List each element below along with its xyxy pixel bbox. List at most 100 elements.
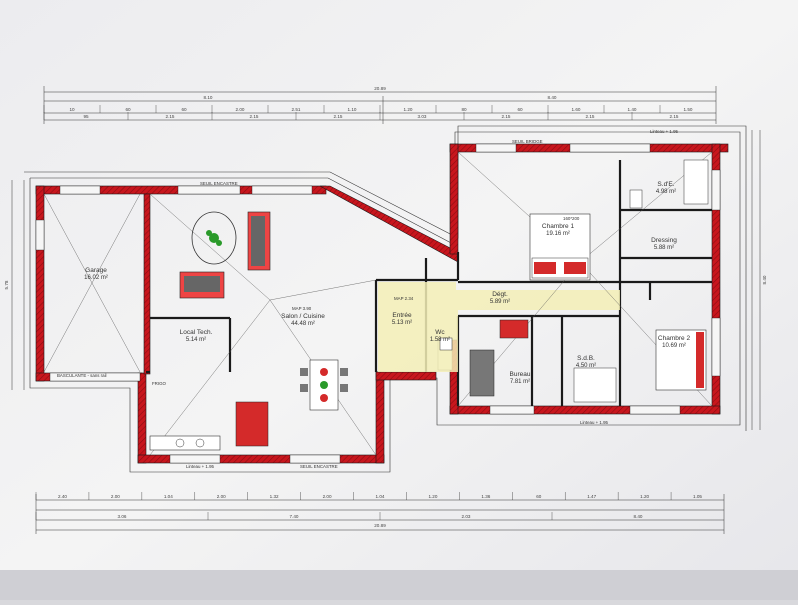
top-chain-1-3: 2.00 (236, 107, 245, 112)
bottom-dim-chain-2: 3.06 7.40 2.03 8.40 (35, 512, 643, 520)
bottom-chain-1-10: 1.47 (587, 494, 596, 499)
room-area-ch1: 19.16 m² (546, 231, 570, 237)
wc-toilet (439, 337, 453, 351)
bottom-chain-1-6: 1.04 (376, 494, 385, 499)
side-dimensions (11, 130, 761, 430)
sde-shower (683, 159, 709, 205)
top-chain-1-2: 60 (181, 107, 187, 112)
bottom-total-dim: 20.89 (374, 523, 386, 528)
room-area-ch2: 10.69 m² (662, 343, 686, 349)
entree-map-tag: MAP 2.34 (394, 296, 414, 301)
room-name-dressing: Dressing (651, 237, 677, 244)
room-area-wc: 1.58 m² (430, 337, 450, 343)
top-total-dim: 20.89 (374, 86, 386, 91)
entrance-highlight (378, 282, 620, 372)
room-name-bureau: Bureau (510, 371, 531, 378)
top-chain-1-8: 60 (517, 107, 523, 112)
bottom-chain-1-0: 2.40 (58, 494, 67, 499)
dining-table (191, 211, 237, 265)
room-name-wc: Wc (435, 329, 445, 336)
room-name-local: Local Tech. (180, 329, 213, 336)
linteau-bottom-left: Linteau + 1.95 (186, 464, 215, 469)
frigo-label: FRIGO (152, 381, 166, 386)
bottom-chain-1-2: 1.04 (164, 494, 173, 499)
top-chain-1-4: 2.51 (292, 107, 301, 112)
room-name-ch1: Chambre 1 (542, 223, 575, 230)
bureau-desk (469, 349, 495, 397)
top-chain-2-4: 3.03 (418, 114, 427, 119)
window-openings (35, 143, 721, 464)
table-surface (0, 570, 798, 600)
bed-size-label: 160*200 (563, 216, 580, 221)
top-chain-1-10: 1.40 (628, 107, 637, 112)
right-height-dim: 8.40 (762, 275, 767, 284)
room-name-entree: Entrée (392, 312, 412, 319)
bottom-chain-2-2: 2.03 (462, 514, 471, 519)
bottom-chain-1-8: 1.36 (481, 494, 490, 499)
top-chain-2-2: 2.15 (250, 114, 259, 119)
top-chain-1-0: 10 (69, 107, 75, 112)
top-left-dim: 8.10 (204, 95, 213, 100)
sofa-bottom-cushions (184, 276, 220, 292)
linteau-bottom-right: Linteau + 1.95 (580, 420, 609, 425)
room-name-sdb: S.d.B. (577, 355, 595, 362)
room-name-degt: Dégt. (492, 291, 508, 298)
seuil-encastre-bottom: SEUIL ENCASTRE (300, 464, 338, 469)
room-area-salon: 44.48 m² (291, 321, 315, 327)
top-chain-2-7: 2.15 (670, 114, 679, 119)
room-name-garage: Garage (85, 267, 107, 274)
room-area-sde: 4.98 m² (656, 189, 676, 195)
top-chain-1-1: 60 (125, 107, 131, 112)
room-area-bureau: 7.81 m² (510, 379, 530, 385)
bottom-chain-1-9: 60 (536, 494, 542, 499)
room-area-garage: 16.02 m² (84, 275, 108, 281)
bottom-chain-2-3: 8.40 (634, 514, 643, 519)
room-area-local: 5.14 m² (186, 337, 206, 343)
top-dim-chain-1: 10 60 60 2.00 2.51 1.10 1.20 80 60 1.60 1.40 1.50 (43, 105, 693, 113)
room-name-sde: S.d'E. (657, 181, 674, 188)
bed-chambre-1 (529, 213, 591, 281)
bottom-chain-1-1: 2.00 (111, 494, 120, 499)
room-area-sdb: 4.50 m² (576, 363, 596, 369)
seuil-encastre-top: SEUIL ENCASTRE (200, 181, 238, 186)
sde-toilet (629, 189, 643, 209)
top-chain-2-3: 2.15 (334, 114, 343, 119)
garage-door-label: BASCULANTE - sans rail (57, 373, 107, 378)
top-chain-2-0: 95 (83, 114, 89, 119)
bed-chambre-2 (655, 329, 707, 391)
bottom-dimensions (35, 494, 725, 534)
room-name-ch2: Chambre 2 (658, 335, 691, 342)
top-chain-2-5: 2.15 (502, 114, 511, 119)
linteau-top-right: Linteau + 1.95 (650, 129, 679, 134)
bottom-chain-1-12: 1.05 (693, 494, 702, 499)
bottom-chain-1-4: 1.32 (270, 494, 279, 499)
top-chain-2-6: 2.15 (586, 114, 595, 119)
bottom-chain-2-1: 7.40 (290, 514, 299, 519)
bottom-chain-1-3: 2.00 (217, 494, 226, 499)
kitchen-island (235, 401, 269, 447)
room-area-degt: 5.89 m² (490, 299, 510, 305)
top-chain-1-9: 1.60 (572, 107, 581, 112)
bottom-dim-chain-1: 2.40 2.00 1.04 2.00 1.32 2.00 1.04 1.20 1.36 60 1.… (35, 492, 702, 500)
kitchen-counter (149, 435, 221, 451)
room-area-entree: 5.13 m² (392, 320, 412, 326)
room-area-dressing: 5.88 m² (654, 245, 674, 251)
room-name-salon: Salon / Cuisine (281, 313, 325, 320)
bureau-chair (499, 319, 529, 339)
top-chain-1-5: 1.10 (348, 107, 357, 112)
top-chain-1-11: 1.50 (684, 107, 693, 112)
bottom-chain-1-5: 2.00 (323, 494, 332, 499)
bottom-chain-2-0: 3.06 (118, 514, 127, 519)
top-chain-1-7: 80 (461, 107, 467, 112)
top-chain-1-6: 1.20 (404, 107, 413, 112)
sofa-right-cushions (251, 216, 265, 266)
bottom-chain-1-11: 1.20 (640, 494, 649, 499)
seuil-bridge-top: SEUIL BRIDGE (512, 139, 543, 144)
left-height-dim: 5.78 (4, 280, 9, 289)
sdb-bathtub (573, 367, 617, 403)
salon-map-tag: MAP 3.90 (292, 306, 312, 311)
